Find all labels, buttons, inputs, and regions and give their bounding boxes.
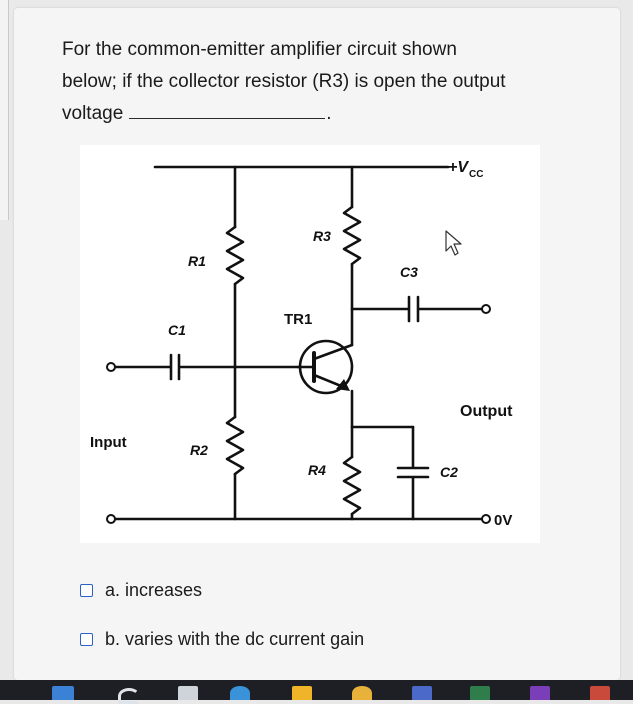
option-a-label[interactable]: a. increases [105,580,203,600]
background-window-edge [0,0,9,220]
task-view-icon[interactable] [178,686,198,700]
mouse-cursor-icon [445,230,462,256]
taskbar [0,680,633,704]
question-text: For the common-emitter amplifier circuit… [62,34,562,130]
circuit-diagram: +V CC R1 R2 R3 R4 C1 C2 C3 TR1 Input Out… [80,145,540,543]
ground-terminal [481,514,491,524]
output-terminal [481,304,491,314]
start-icon[interactable] [52,686,74,700]
question-line-3-text: voltage [62,103,124,124]
option-a[interactable]: a. increases [80,580,202,601]
option-b[interactable]: b. varies with the dc current gain [80,629,364,650]
r4-label: R4 [308,462,326,478]
r3-resistor [342,205,362,266]
r1-label: R1 [188,253,206,269]
app-icon-3[interactable] [530,686,550,700]
option-b-label[interactable]: b. varies with the dc current gain [105,629,365,649]
answer-blank [129,100,326,119]
c3-label: C3 [400,264,418,280]
vcc-subscript: CC [469,169,483,180]
input-terminal-top [106,362,116,372]
r2-resistor [225,415,245,476]
file-explorer-icon[interactable] [292,686,312,700]
emitter-arrow [336,379,350,391]
chrome-icon[interactable] [352,686,372,700]
edge-icon[interactable] [230,686,250,700]
app-icon-1[interactable] [412,686,432,700]
input-terminal-bottom [106,514,116,524]
output-label: Output [460,403,513,420]
r2-label: R2 [190,442,208,458]
input-label: Input [90,434,127,451]
ground-label: 0V [494,512,512,529]
vcc-label: +V [448,159,469,176]
blank-period: . [326,103,332,124]
r4-resistor [342,455,362,516]
r3-label: R3 [313,228,331,244]
app-icon-4[interactable] [590,686,610,700]
tr1-label: TR1 [284,311,312,328]
circuit-svg: +V CC R1 R2 R3 R4 C1 C2 C3 TR1 Input Out… [90,159,513,529]
search-icon[interactable] [118,688,140,704]
question-line-2: below; if the collector resistor (R3) is… [62,71,506,92]
app-icon-2[interactable] [470,686,490,700]
c2-label: C2 [440,464,458,480]
r1-resistor [225,225,245,286]
question-line-3: voltage. [62,98,562,130]
option-a-checkbox[interactable] [80,584,93,597]
question-line-1: For the common-emitter amplifier circuit… [62,39,457,60]
c1-label: C1 [168,322,186,338]
option-b-checkbox[interactable] [80,633,93,646]
transistor-collector [312,343,354,361]
